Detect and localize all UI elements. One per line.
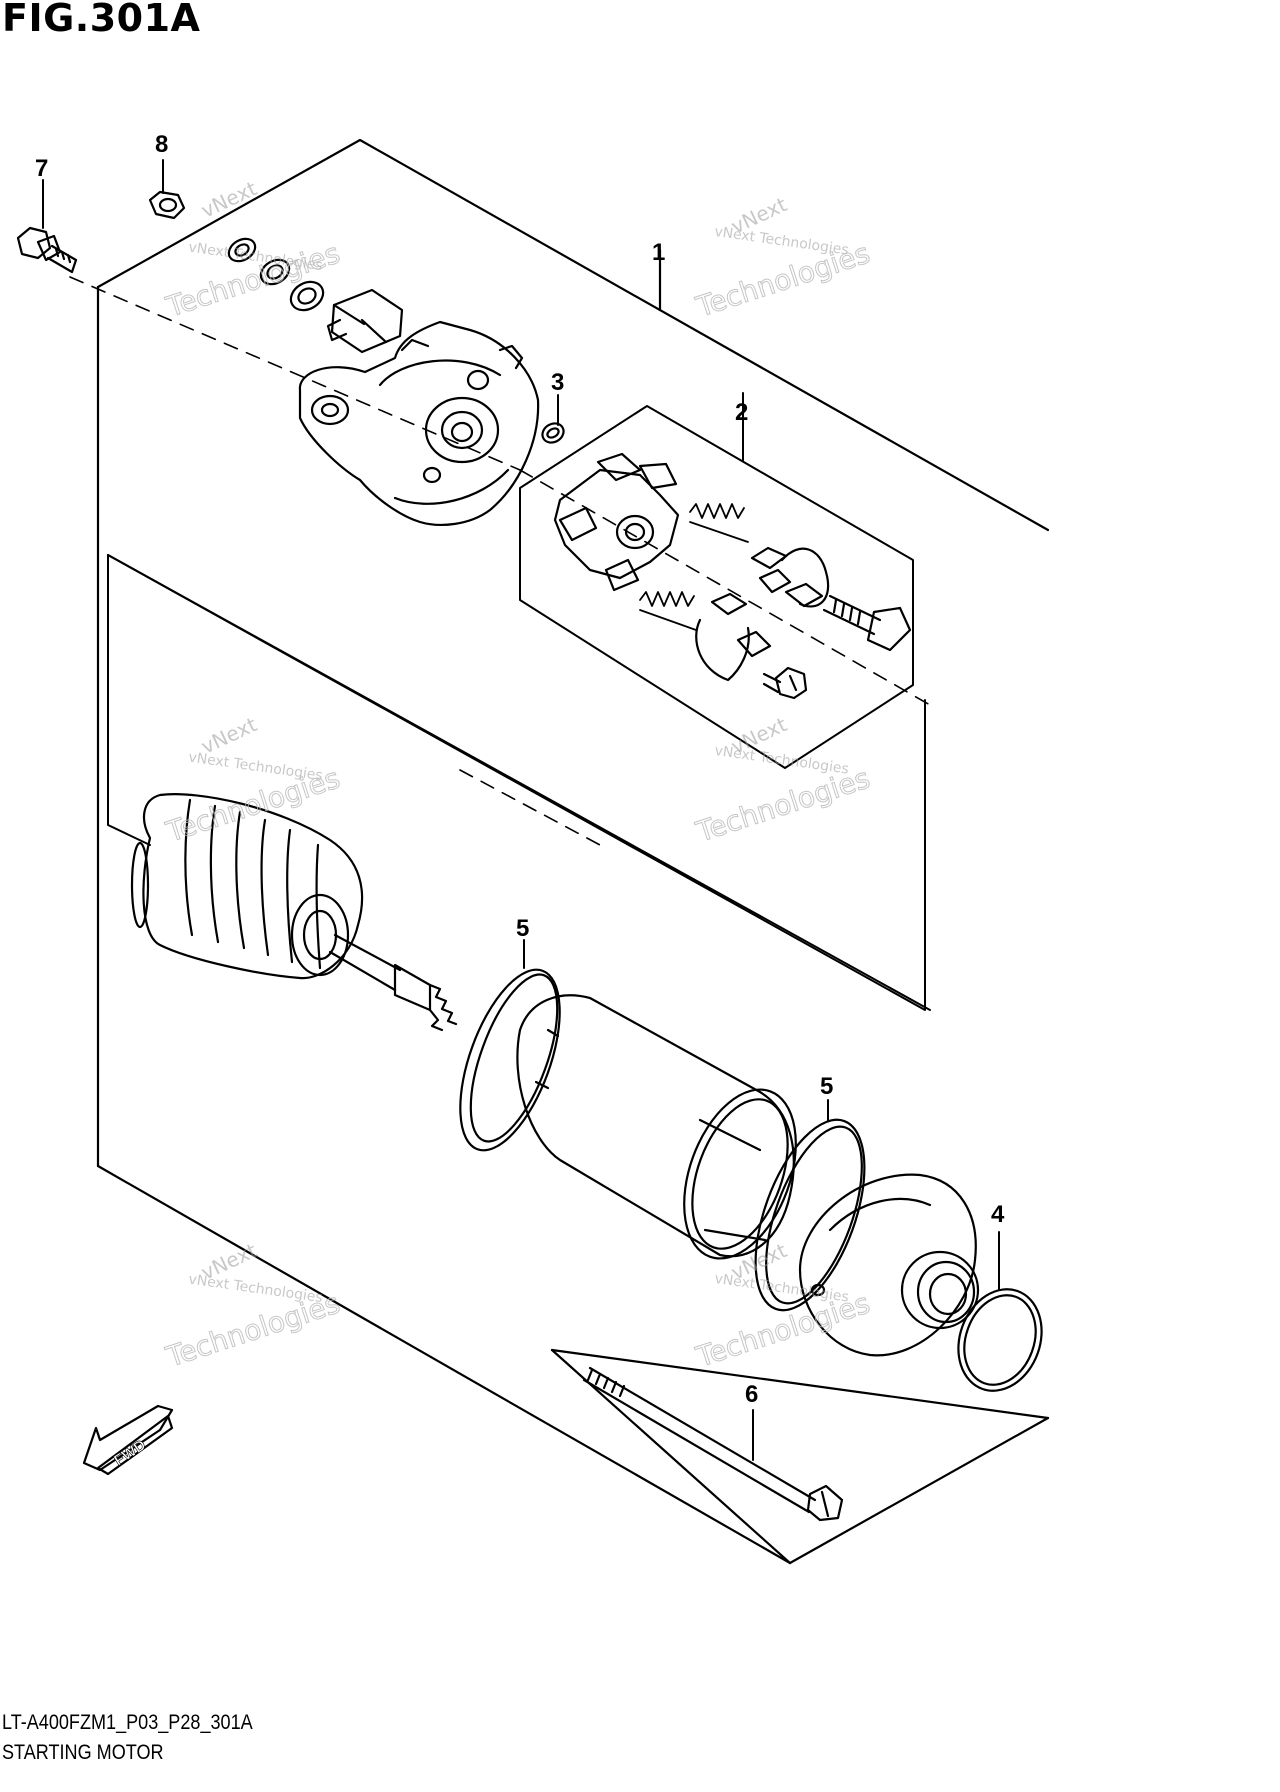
callout-2: 2 <box>735 399 748 426</box>
svg-text:Technologies: Technologies <box>162 1287 344 1374</box>
fwd-direction-arrow <box>82 1404 174 1476</box>
terminal-insulator <box>326 288 404 354</box>
callout-4: 4 <box>991 1201 1005 1228</box>
svg-text:Technologies: Technologies <box>692 762 874 849</box>
front-oring-4 <box>957 1288 1043 1392</box>
brush-holder-frame <box>519 392 914 769</box>
through-bolt-6 <box>550 1348 1050 1565</box>
watermark-top-right: vNext vNext Technologies Technologies <box>691 192 874 324</box>
brush-lead-lower <box>695 592 772 682</box>
callout-8: 8 <box>155 131 168 158</box>
watermark-mid-left: vNext vNext Technologies Technologies <box>161 712 344 849</box>
front-end-cover <box>798 1173 980 1357</box>
brush-holder-plate <box>553 452 680 592</box>
inner-frame-outline <box>107 554 931 1011</box>
callout-leaders <box>42 159 1000 1461</box>
callout-7: 7 <box>35 155 48 182</box>
svg-text:Technologies: Technologies <box>692 237 874 324</box>
figure-code: LT-A400FZM1_P03_P28_301A <box>2 1711 253 1734</box>
watermark-mid-right: vNext vNext Technologies Technologies <box>691 712 874 849</box>
motor-yoke <box>516 994 797 1260</box>
figure-name: STARTING MOTOR <box>2 1741 164 1764</box>
small-screw <box>762 666 808 700</box>
yoke-oring-5-left <box>459 968 561 1152</box>
washer-stack <box>227 237 325 312</box>
callout-6: 6 <box>745 1381 758 1408</box>
armature <box>130 793 458 1032</box>
watermarks: vNext vNext Technologies Technologies vN… <box>161 176 874 1374</box>
callout-5-left: 5 <box>516 915 529 942</box>
svg-text:Technologies: Technologies <box>692 1287 874 1374</box>
flange-nut-8 <box>148 190 186 220</box>
callout-1: 1 <box>652 239 665 266</box>
small-oring-3 <box>541 422 565 444</box>
hex-bolt-7 <box>16 226 78 274</box>
svg-text:vNext: vNext <box>197 176 260 223</box>
brush-spring-lower <box>639 591 697 631</box>
callout-3: 3 <box>551 369 564 396</box>
yoke-oring-5-right <box>754 1118 866 1312</box>
figure-title: FIG.301A <box>2 0 201 40</box>
rear-end-cover <box>298 320 540 526</box>
callout-5-right: 5 <box>820 1073 833 1100</box>
callout-labels: 7 8 1 3 2 5 5 4 6 FWD <box>35 131 1005 1470</box>
brush-spring-upper <box>689 503 749 543</box>
terminal-bolt <box>822 594 912 652</box>
watermark-bottom-left: vNext vNext Technologies Technologies <box>161 1238 344 1374</box>
brush-lead-right <box>750 546 830 608</box>
watermark-top-left: vNext vNext Technologies Technologies <box>161 176 344 324</box>
